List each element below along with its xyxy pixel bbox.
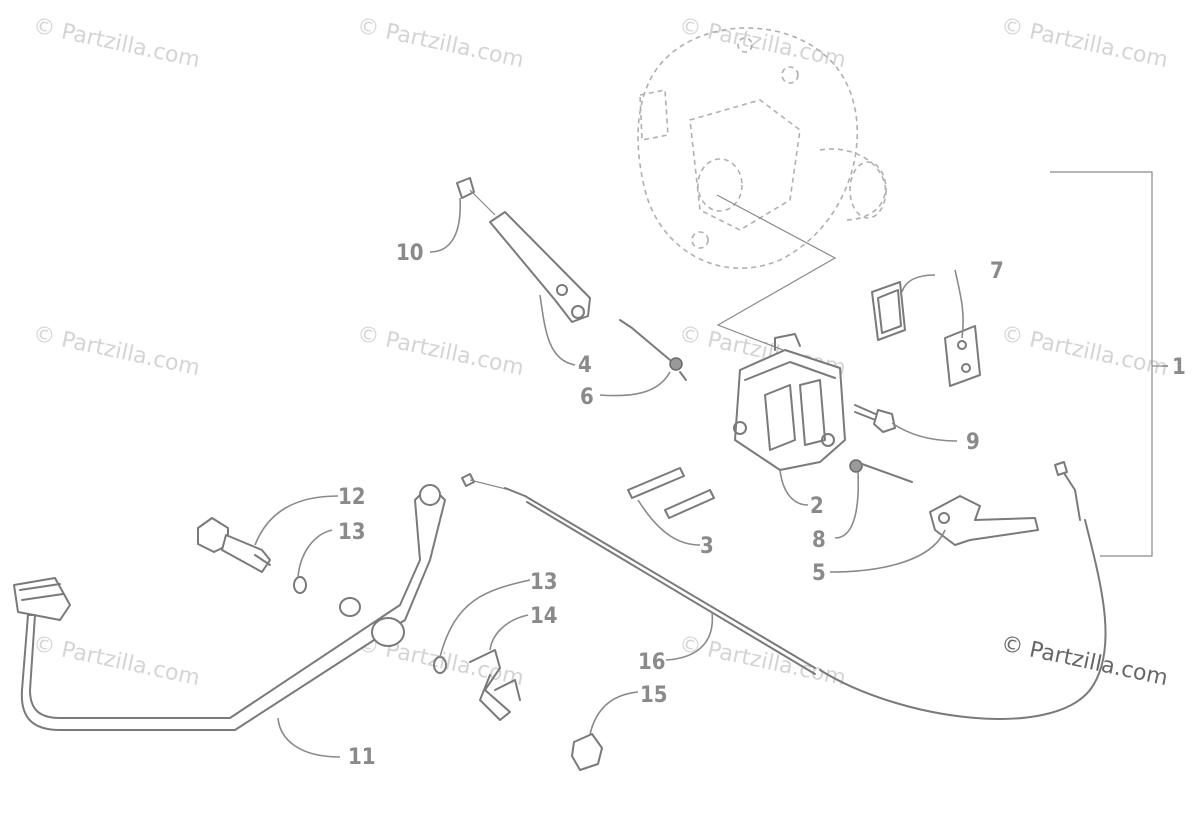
callout-7: 7	[990, 259, 1004, 284]
watermark: © Partzilla.com	[999, 13, 1170, 73]
leader-lines	[254, 197, 1168, 758]
callout-15: 15	[640, 683, 668, 708]
wheel-hub-outline	[637, 27, 887, 269]
watermark: © Partzilla.com	[355, 13, 526, 73]
callout-11: 11	[348, 745, 376, 770]
watermark: © Partzilla.com	[677, 13, 848, 73]
caliper-bolt	[854, 404, 896, 433]
spring-clip	[469, 649, 521, 721]
return-spring	[849, 459, 913, 483]
callout-12: 12	[338, 485, 366, 510]
watermark: © Partzilla.com	[31, 13, 202, 73]
watermark: © Partzilla.com	[999, 321, 1170, 381]
callout-2: 2	[810, 494, 824, 519]
watermark: © Partzilla.com	[355, 321, 526, 381]
callout-5: 5	[812, 561, 826, 586]
callout-3: 3	[700, 534, 714, 559]
callout-13: 13	[338, 520, 366, 545]
callout-6: 6	[580, 385, 594, 410]
alignment-line	[716, 194, 841, 373]
callout-labels: 1 2 3 4 5 6 7 8 9 10 11 12 13 13 14 15 1…	[338, 241, 1186, 770]
watermark: © Partzilla.com	[677, 631, 848, 691]
callout-13-b: 13	[530, 570, 558, 595]
watermark-layer: © Partzilla.com © Partzilla.com © Partzi…	[31, 13, 1170, 691]
callout-4: 4	[578, 353, 592, 378]
callout-1: 1	[1172, 355, 1186, 380]
caliper-body	[733, 333, 846, 471]
watermark: © Partzilla.com	[31, 631, 202, 691]
watermark-main: © Partzilla.com	[999, 631, 1170, 691]
pedal-nut	[571, 733, 603, 771]
caliper-pins	[627, 467, 715, 519]
pivot-bolt	[197, 517, 447, 674]
callout-14: 14	[530, 604, 558, 629]
callout-8: 8	[812, 528, 826, 553]
brake-cable	[461, 461, 1107, 720]
caliper-lever	[456, 177, 687, 381]
watermark: © Partzilla.com	[31, 321, 202, 381]
callout-9: 9	[966, 430, 980, 455]
callout-10: 10	[396, 241, 424, 266]
brake-pads	[871, 281, 981, 387]
callout-16: 16	[638, 650, 666, 675]
brake-pedal	[13, 484, 446, 731]
brake-arm	[929, 495, 1039, 546]
